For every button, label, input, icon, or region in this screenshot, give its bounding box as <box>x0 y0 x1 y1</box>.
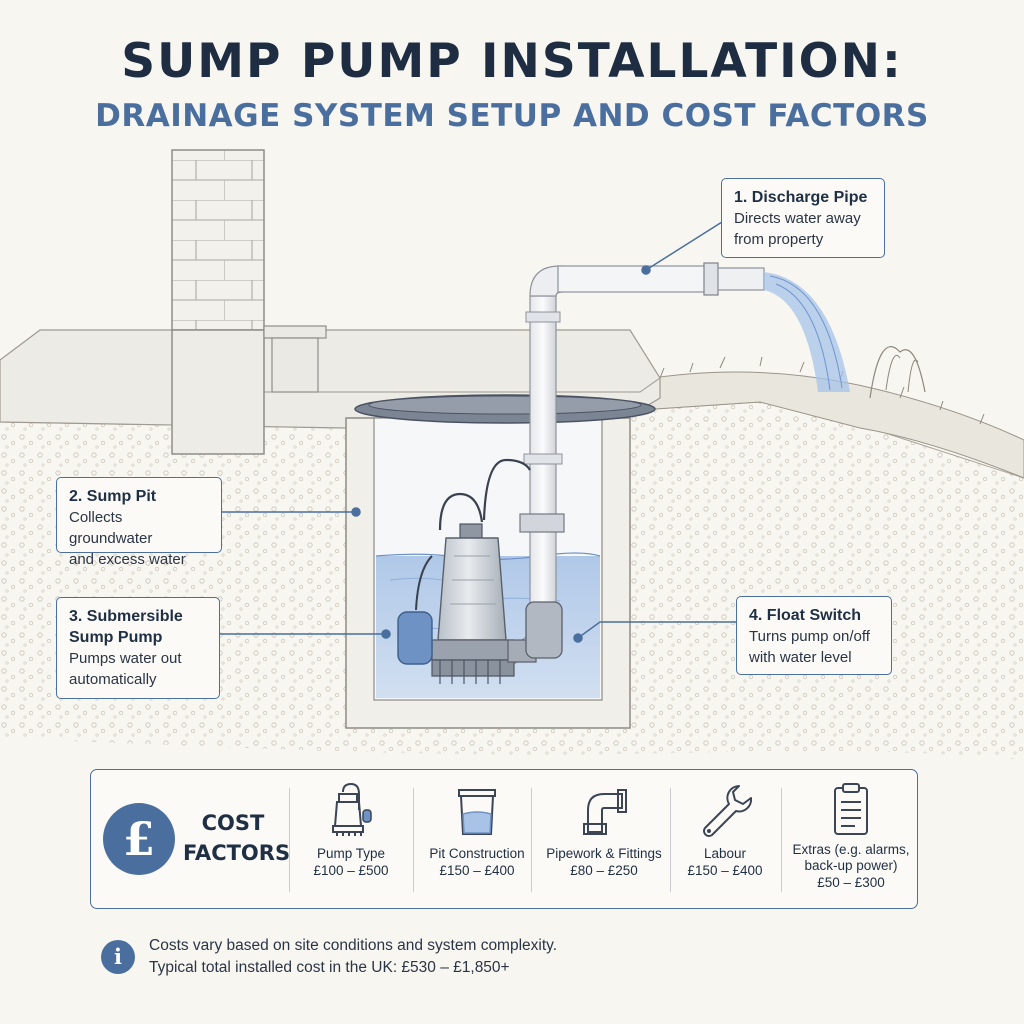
callout-text: from property <box>734 231 824 248</box>
cost-item-price: £50 – £300 <box>817 875 885 890</box>
callout-discharge-pipe: 1. Discharge Pipe Directs water away fro… <box>721 178 885 258</box>
callout-title: 2. Sump Pit <box>69 488 157 505</box>
cost-item-name: Pit Construction <box>429 846 525 861</box>
cost-item-name: Extras (e.g. alarms, back-up power) <box>789 842 913 874</box>
cost-item-name: Pump Type <box>316 846 386 861</box>
cost-item-pipework: Pipework & Fittings £80 – £250 <box>539 780 669 904</box>
note-line: Typical total installed cost in the UK: … <box>149 959 510 976</box>
cost-item-name-line: back-up power) <box>804 858 898 873</box>
cost-title-line: COST <box>201 811 265 835</box>
cost-item-pit-construction: Pit Construction £150 – £400 <box>423 780 531 904</box>
page-subtitle: DRAINAGE SYSTEM SETUP AND COST FACTORS <box>95 98 929 134</box>
callout-text: Pumps water out <box>69 650 182 667</box>
cost-title-line: FACTORS <box>183 841 291 865</box>
callout-submersible-pump: 3. Submersible Sump Pump Pumps water out… <box>56 597 220 699</box>
callout-text: automatically <box>69 671 157 688</box>
pipe-elbow-icon <box>583 789 627 835</box>
divider <box>670 788 671 892</box>
callout-text: Directs water away <box>734 210 861 227</box>
callout-text: Turns pump on/off <box>749 628 870 645</box>
cost-factors-title: COST FACTORS <box>183 808 291 868</box>
float-switch <box>397 611 433 665</box>
callout-sump-pit: 2. Sump Pit Collects groundwater and exc… <box>56 477 222 568</box>
submersible-pump <box>397 458 563 684</box>
divider <box>781 788 782 892</box>
callout-text: with water level <box>749 649 852 666</box>
clipboard-icon <box>834 783 868 835</box>
cost-item-name: Labour <box>703 846 747 861</box>
cost-item-name: Pipework & Fittings <box>546 846 662 861</box>
grass-slope <box>639 346 1024 479</box>
info-icon: i <box>101 940 135 974</box>
cost-item-price: £100 – £500 <box>313 863 389 878</box>
note-line: Costs vary based on site conditions and … <box>149 937 558 954</box>
callout-float-switch: 4. Float Switch Turns pump on/off with w… <box>736 596 892 675</box>
cost-item-labour: Labour £150 – £400 <box>677 780 773 904</box>
leader-lines <box>220 221 738 643</box>
callout-text: and excess water <box>69 551 186 568</box>
pit-container-icon <box>458 789 496 835</box>
divider <box>289 788 290 892</box>
callout-text: Collects groundwater <box>69 509 153 547</box>
divider <box>413 788 414 892</box>
cost-note: Costs vary based on site conditions and … <box>149 935 557 979</box>
page-title: SUMP PUMP INSTALLATION: <box>121 34 903 89</box>
cost-item-name-line: Extras (e.g. alarms, <box>792 842 910 857</box>
pump-icon <box>332 782 372 836</box>
callout-title: Sump Pump <box>69 629 163 646</box>
pound-icon: £ <box>103 803 175 875</box>
cost-factors-panel: £ COST FACTORS Pump Type £100 – £500 Pit… <box>90 769 918 909</box>
brick-wall <box>171 149 327 455</box>
discharge-water <box>764 272 850 392</box>
callout-title: 4. Float Switch <box>749 607 862 624</box>
wrench-icon <box>703 785 753 837</box>
cost-item-price: £80 – £250 <box>570 863 638 878</box>
cost-item-price: £150 – £400 <box>687 863 763 878</box>
callout-title: 3. Submersible <box>69 608 183 625</box>
divider <box>531 788 532 892</box>
cost-item-pump-type: Pump Type £100 – £500 <box>299 780 403 904</box>
callout-title: 1. Discharge Pipe <box>734 189 868 206</box>
cost-item-extras: Extras (e.g. alarms, back-up power) £50 … <box>789 780 913 904</box>
cost-item-price: £150 – £400 <box>439 863 515 878</box>
